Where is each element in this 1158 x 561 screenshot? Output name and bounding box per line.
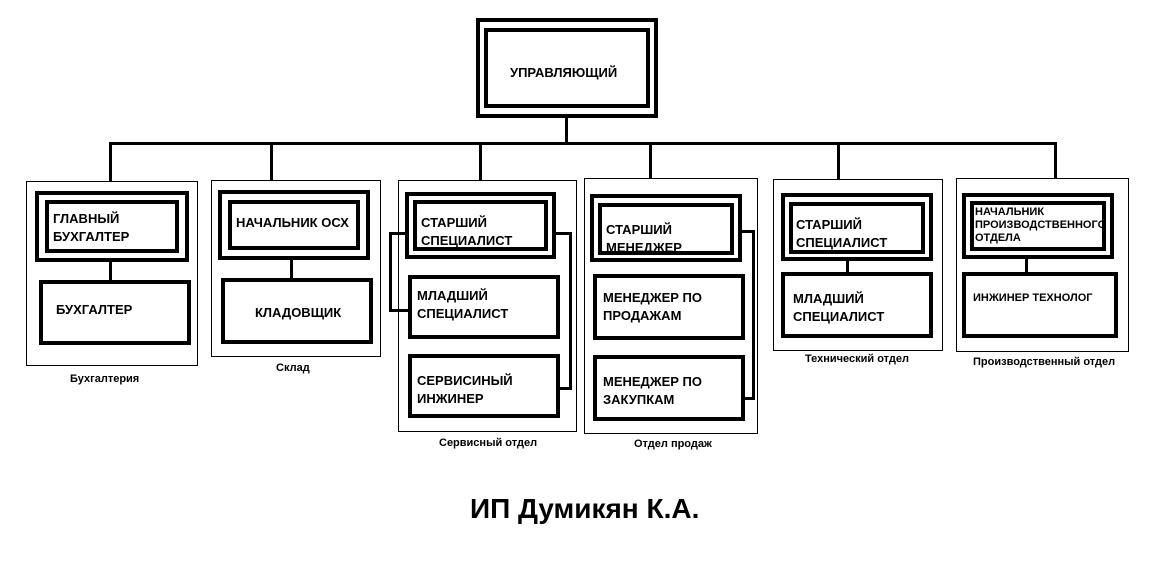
- connector-horizontal-bus: [109, 142, 1057, 145]
- connector-bracket: [550, 232, 572, 390]
- connector-internal: [846, 261, 849, 275]
- connector-internal: [1025, 259, 1028, 275]
- department-caption: Технический отдел: [805, 353, 910, 365]
- node-process-engineer: ИНЖИНЕР ТЕХНОЛОГ: [962, 272, 1118, 338]
- connector-internal: [290, 260, 293, 280]
- node-production-head: НАЧАЛЬНИК ПРОИЗВОДСТВЕННОГО ОТДЕЛА: [962, 193, 1114, 259]
- node-junior-specialist: МЛАДШИЙ СПЕЦИАЛИСТ: [408, 275, 560, 339]
- node-senior-specialist-label: СТАРШИЙ СПЕЦИАЛИСТ: [421, 215, 513, 248]
- node-chief-accountant: ГЛАВНЫЙ БУХГАЛТЕР: [35, 191, 189, 262]
- node-service-engineer: СЕРВИСИНЫЙ ИНЖИНЕР: [408, 354, 560, 418]
- connector-drop: [479, 142, 482, 194]
- node-warehouse-head-label: НАЧАЛЬНИК ОСХ: [236, 215, 349, 230]
- node-senior-specialist: СТАРШИЙ СПЕЦИАЛИСТ: [405, 192, 556, 259]
- node-production-head-label: НАЧАЛЬНИК ПРОИЗВОДСТВЕННОГО ОТДЕЛА: [975, 206, 1107, 244]
- connector-drop: [837, 142, 840, 194]
- connector-drop: [109, 142, 112, 194]
- connector-drop: [270, 142, 273, 194]
- node-senior-manager-label: СТАРШИЙ МЕНЕДЖЕР: [606, 222, 682, 255]
- connector-top-vertical: [565, 118, 568, 144]
- node-accountant: БУХГАЛТЕР: [39, 280, 191, 345]
- node-manager-label: УПРАВЛЯЮЩИЙ: [510, 65, 618, 80]
- node-purchasing-manager: МЕНЕДЖЕР ПО ЗАКУПКАМ: [593, 355, 745, 421]
- node-sales-manager-label: МЕНЕДЖЕР ПО ПРОДАЖАМ: [603, 290, 702, 323]
- connector-bracket: [389, 232, 411, 312]
- node-tech-junior-specialist-label: МЛАДШИЙ СПЕЦИАЛИСТ: [793, 291, 885, 324]
- node-chief-accountant-label: ГЛАВНЫЙ БУХГАЛТЕР: [53, 211, 130, 244]
- node-sales-manager: МЕНЕДЖЕР ПО ПРОДАЖАМ: [593, 274, 745, 340]
- node-tech-junior-specialist: МЛАДШИЙ СПЕЦИАЛИСТ: [781, 272, 933, 338]
- connector-drop: [1054, 142, 1057, 194]
- connector-bracket: [738, 230, 755, 400]
- node-accountant-label: БУХГАЛТЕР: [56, 302, 133, 317]
- node-process-engineer-label: ИНЖИНЕР ТЕХНОЛОГ: [973, 292, 1093, 304]
- department-caption: Склад: [276, 362, 310, 374]
- department-caption: Сервисный отдел: [439, 437, 538, 449]
- node-purchasing-manager-label: МЕНЕДЖЕР ПО ЗАКУПКАМ: [603, 374, 702, 407]
- connector-drop: [649, 142, 652, 194]
- node-tech-senior-specialist: СТАРШИЙ СПЕЦИАЛИСТ: [781, 193, 933, 261]
- node-manager: УПРАВЛЯЮЩИЙ: [476, 18, 658, 118]
- node-senior-manager: СТАРШИЙ МЕНЕДЖЕР: [590, 194, 742, 262]
- connector-internal: [109, 262, 112, 284]
- department-caption: Производственный отдел: [973, 356, 1116, 368]
- chart-title: ИП Думикян К.А.: [470, 493, 700, 524]
- node-service-engineer-label: СЕРВИСИНЫЙ ИНЖИНЕР: [417, 373, 513, 406]
- department-caption: Бухгалтерия: [70, 373, 140, 385]
- node-storekeeper: КЛАДОВЩИК: [221, 278, 373, 344]
- node-warehouse-head: НАЧАЛЬНИК ОСХ: [218, 190, 370, 260]
- node-junior-specialist-label: МЛАДШИЙ СПЕЦИАЛИСТ: [417, 288, 509, 321]
- node-storekeeper-label: КЛАДОВЩИК: [255, 305, 342, 320]
- department-caption: Отдел продаж: [634, 438, 712, 450]
- node-tech-senior-specialist-label: СТАРШИЙ СПЕЦИАЛИСТ: [796, 217, 888, 250]
